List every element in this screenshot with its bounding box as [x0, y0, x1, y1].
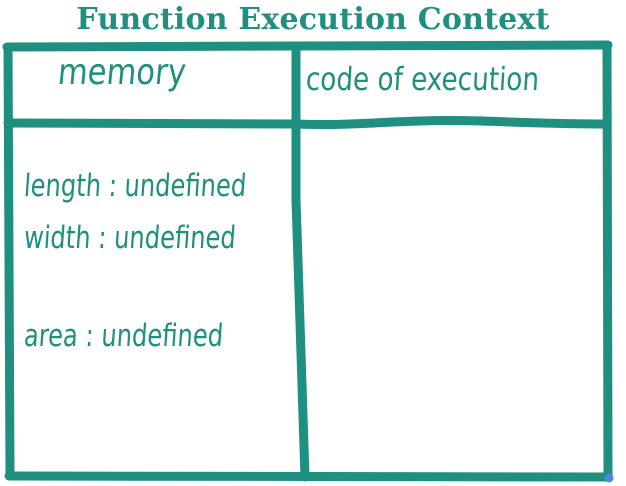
memory-column-header: memory — [56, 52, 188, 93]
code-column-header: code of execution — [304, 60, 541, 98]
header-divider — [3, 116, 612, 130]
table-border-right — [602, 41, 613, 482]
memory-entry-length: length : undefined — [22, 168, 248, 204]
memory-entry-area: area : undefined — [22, 318, 225, 354]
memory-entry-width: width : undefined — [22, 220, 238, 256]
corner-dot — [604, 473, 614, 483]
column-divider — [291, 42, 310, 482]
table-border-left — [3, 42, 15, 481]
diagram-title: Function Execution Context — [76, 2, 550, 37]
table-border-top — [2, 40, 613, 52]
